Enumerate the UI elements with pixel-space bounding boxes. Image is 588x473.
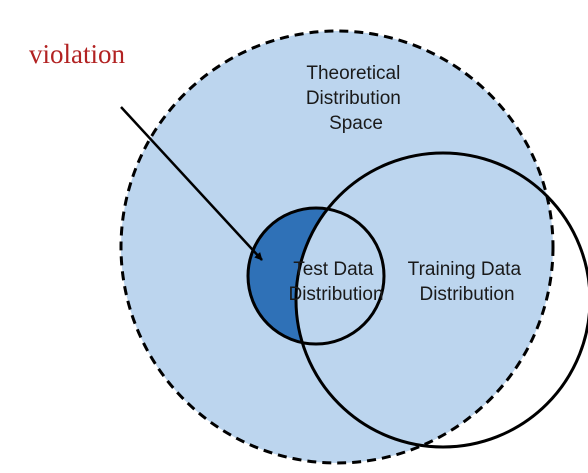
theoretical-line-1: Theoretical	[306, 63, 400, 84]
test-line-1: Test Data	[293, 259, 374, 280]
theoretical-line-2: Distribution	[306, 88, 401, 109]
test-distribution-circle	[246, 206, 386, 346]
test-distribution-label: Test Data Distribution	[288, 259, 383, 305]
test-line-2: Distribution	[288, 284, 383, 305]
violation-arrow	[120, 106, 263, 261]
training-line-1: Training Data	[408, 259, 522, 280]
violation-label: violation	[29, 39, 125, 69]
theoretical-space-circle	[119, 29, 555, 465]
training-distribution-circle	[294, 151, 588, 449]
training-distribution-label: Training Data Distribution	[408, 259, 527, 305]
theoretical-space-label: Theoretical Distribution Space	[306, 63, 406, 134]
theoretical-line-3: Space	[329, 113, 383, 134]
training-line-2: Distribution	[419, 284, 514, 305]
